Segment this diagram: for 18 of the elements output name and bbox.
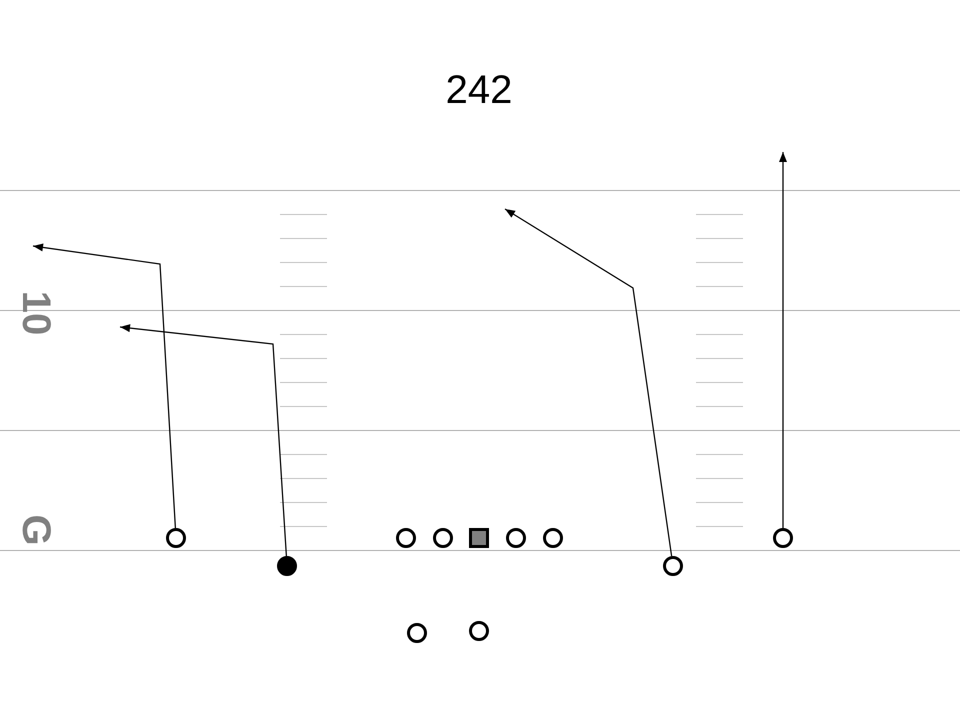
player-circle-icon — [469, 621, 489, 641]
player-circle-icon — [407, 623, 427, 643]
player-circle-icon — [396, 528, 416, 548]
yard-number: 10 — [16, 290, 56, 336]
player-circle-icon — [166, 528, 186, 548]
player-circle-icon — [506, 528, 526, 548]
route-arrow — [120, 324, 287, 556]
player-circle-icon — [663, 556, 683, 576]
player-circle-icon — [543, 528, 563, 548]
route-arrow — [504, 208, 672, 556]
play-title: 242 — [446, 70, 512, 110]
player-circle-icon — [773, 528, 793, 548]
player-circle-icon — [433, 528, 453, 548]
goal-line-marker: G — [16, 514, 56, 546]
player-filled-circle-icon — [277, 556, 297, 576]
route-arrow — [32, 243, 176, 528]
player-square-icon — [469, 528, 489, 548]
route-arrow — [779, 152, 787, 528]
